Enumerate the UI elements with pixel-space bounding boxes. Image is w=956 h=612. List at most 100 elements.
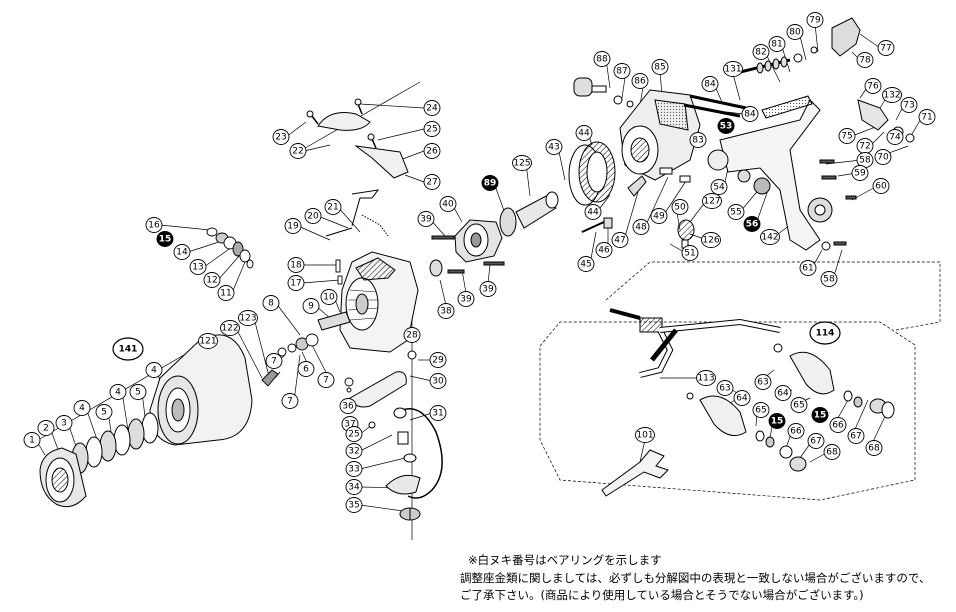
callout-bubble xyxy=(584,204,602,220)
callout-bubble xyxy=(872,178,890,194)
callout-number: 15 xyxy=(814,411,827,421)
part-callout-7: 7 xyxy=(265,353,283,369)
callout-number: 28 xyxy=(406,331,418,341)
callout-number: 44 xyxy=(587,208,599,218)
part-callout-71: 71 xyxy=(918,109,936,125)
callout-bubble xyxy=(838,128,856,144)
callout-number: 21 xyxy=(327,203,338,213)
callout-bubble xyxy=(429,405,447,421)
part-callout-61: 61 xyxy=(799,260,817,276)
callout-number: 35 xyxy=(348,501,359,511)
callout-bubble xyxy=(320,289,338,305)
callout-bubble xyxy=(631,73,649,89)
callout-bubble xyxy=(760,229,780,245)
callout-bubble xyxy=(650,208,668,224)
callout-bubble xyxy=(512,155,532,171)
part-callout-132: 132 xyxy=(882,87,902,103)
part-callout-63: 63 xyxy=(716,380,734,396)
washer-note-line2: ご了承下さい。(商品により使用している場合とそうでない場合がございます。) xyxy=(460,588,864,602)
callout-number: 85 xyxy=(654,63,665,73)
callout-number: 27 xyxy=(426,178,437,188)
callout-number: 64 xyxy=(777,389,789,399)
callout-number: 54 xyxy=(713,183,725,193)
callout-number: 37 xyxy=(344,420,355,430)
callout-bubble xyxy=(437,303,455,319)
callout-number: 63 xyxy=(757,378,768,388)
callout-bubble xyxy=(457,291,475,307)
callout-bubble xyxy=(297,361,315,377)
callout-number: 39 xyxy=(460,295,472,305)
part-callout-7: 7 xyxy=(317,372,335,388)
callout-number: 13 xyxy=(192,263,203,273)
callout-number: 33 xyxy=(348,465,359,475)
callout-number: 5 xyxy=(101,408,107,418)
callout-bubble xyxy=(787,423,805,439)
part-callout-60: 60 xyxy=(872,178,890,194)
callout-bubble xyxy=(403,327,421,343)
callout-bubble xyxy=(595,242,613,258)
callout-number: 81 xyxy=(771,40,782,50)
callout-number: 71 xyxy=(921,113,932,123)
part-callout-56: 56 xyxy=(743,216,761,232)
callout-bubble xyxy=(774,385,792,401)
part-callout-89: 89 xyxy=(481,175,499,191)
callout-number: 84 xyxy=(744,110,756,120)
part-callout-85: 85 xyxy=(651,59,669,75)
callout-number: 14 xyxy=(176,248,188,258)
callout-number: 55 xyxy=(730,208,741,218)
callout-number: 26 xyxy=(426,147,438,157)
callout-bubble xyxy=(272,129,290,145)
part-callout-88: 88 xyxy=(593,51,611,67)
callout-number: 34 xyxy=(348,483,360,493)
part-callout-76: 76 xyxy=(864,78,882,94)
callout-number: 2 xyxy=(43,424,49,434)
part-callout-40: 40 xyxy=(439,196,457,212)
callout-bubble xyxy=(632,219,650,235)
callout-number: 125 xyxy=(513,159,530,169)
part-callout-48: 48 xyxy=(632,219,650,235)
rotor-body xyxy=(306,98,443,521)
callout-bubble xyxy=(723,61,743,77)
callout-number: 38 xyxy=(440,307,452,317)
part-callout-4: 4 xyxy=(73,400,91,416)
callout-bubble xyxy=(651,59,669,75)
callout-number: 23 xyxy=(275,133,286,143)
callout-bubble xyxy=(900,97,918,113)
callout-bubble xyxy=(302,298,320,314)
part-callout-101: 101 xyxy=(635,427,655,443)
callout-number: 113 xyxy=(697,374,714,384)
part-callout-32: 32 xyxy=(345,443,363,459)
part-callout-51: 51 xyxy=(681,245,699,261)
callout-bubble xyxy=(806,12,824,28)
callout-number: 45 xyxy=(580,260,591,270)
callout-number: 4 xyxy=(151,366,157,376)
part-callout-141: 141 xyxy=(112,337,144,361)
callout-number: 60 xyxy=(875,182,887,192)
callout-number: 70 xyxy=(877,153,889,163)
part-callout-84: 84 xyxy=(741,106,759,122)
part-callout-68: 68 xyxy=(865,440,883,456)
part-callout-15: 15 xyxy=(156,231,174,247)
callout-bubble xyxy=(671,199,689,215)
callout-bubble xyxy=(811,407,829,423)
callout-number: 68 xyxy=(826,448,838,458)
part-callout-123: 123 xyxy=(238,310,258,326)
callout-number: 75 xyxy=(841,132,852,142)
part-callout-21: 21 xyxy=(324,199,342,215)
callout-bubble xyxy=(423,100,441,116)
part-callout-127: 127 xyxy=(702,193,722,209)
callout-bubble xyxy=(73,400,91,416)
reel-body xyxy=(573,17,915,251)
callout-bubble xyxy=(702,193,722,209)
callout-bubble xyxy=(545,139,563,155)
part-callout-10: 10 xyxy=(320,289,338,305)
callout-bubble xyxy=(173,244,191,260)
washer-note-line1: 調整座金類に関しましては、必ずしも分解図中の表現と一致しない場合がございますので… xyxy=(460,571,931,585)
part-callout-125: 125 xyxy=(512,155,532,171)
part-callout-13: 13 xyxy=(189,259,207,275)
callout-bubble xyxy=(727,204,745,220)
callout-number: 56 xyxy=(746,220,759,230)
part-callout-39: 39 xyxy=(417,211,435,227)
callout-bubble xyxy=(681,245,699,261)
